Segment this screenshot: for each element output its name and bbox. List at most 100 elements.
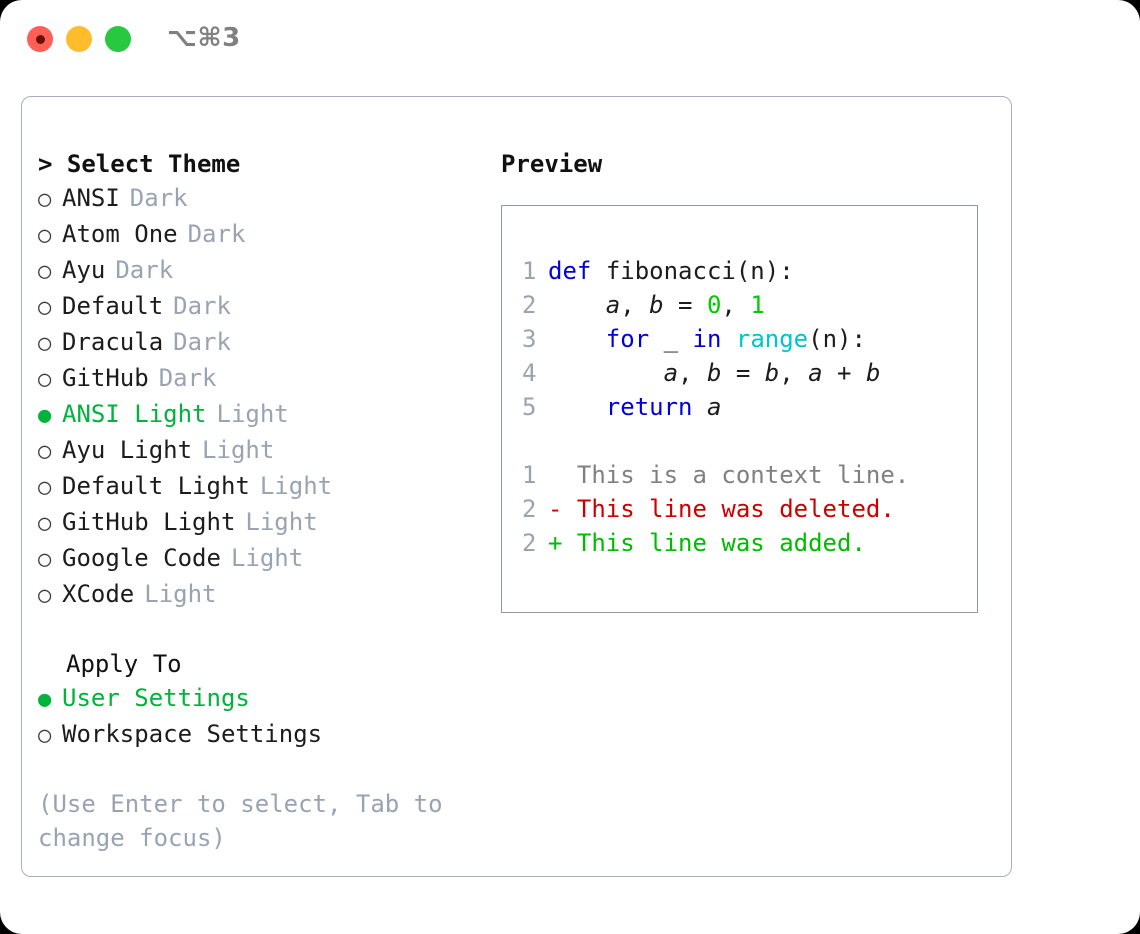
diff-line: 2- This line was deleted.: [502, 492, 977, 526]
code-token-kw: for: [605, 325, 650, 353]
code-line: 2 a, b = 0, 1: [502, 288, 977, 322]
radio-empty-icon: ○: [38, 331, 52, 356]
radio-empty-icon: ○: [38, 475, 52, 500]
theme-mode-tag: Dark: [173, 292, 231, 320]
apply-to-option-user-settings[interactable]: ● User Settings: [38, 681, 490, 717]
theme-mode-tag: Light: [259, 472, 333, 500]
line-number: 2: [522, 291, 537, 319]
maximize-button[interactable]: [105, 26, 131, 52]
code-token-var: b: [865, 359, 881, 387]
apply-to-option-workspace-settings[interactable]: ○Workspace Settings: [38, 717, 490, 753]
code-token-plain: +: [822, 359, 866, 387]
theme-name: XCode: [62, 580, 135, 608]
code-line: 4 a, b = b, a + b: [502, 356, 977, 390]
theme-mode-tag: Light: [202, 436, 275, 464]
code-token-plain: (n):: [808, 325, 866, 353]
theme-mode-tag: Light: [216, 400, 289, 428]
theme-name: Google Code: [62, 544, 221, 572]
line-number: 2: [522, 529, 537, 557]
code-token-plain: _: [649, 325, 693, 353]
apply-to-label: User Settings: [62, 684, 250, 712]
radio-selected-icon: ●: [38, 403, 52, 428]
code-token-plain: [548, 359, 664, 387]
code-token-var: b: [706, 359, 722, 387]
radio-empty-icon: ○: [38, 723, 52, 748]
shortcut-label: ⌥⌘3: [167, 23, 241, 53]
diff-marker: +: [548, 529, 563, 557]
diff-marker: -: [548, 495, 563, 523]
minimize-button[interactable]: [66, 26, 92, 52]
theme-option-default-light[interactable]: ○ Default Light Light: [38, 469, 490, 505]
theme-mode-tag: Light: [144, 580, 217, 608]
theme-option-dracula[interactable]: ○ Dracula Dark: [38, 325, 490, 361]
spacer: [38, 613, 490, 647]
code-token-plain: [548, 291, 606, 319]
spacer: [502, 424, 977, 458]
theme-option-ayu-light[interactable]: ○ Ayu Light Light: [38, 433, 490, 469]
theme-mode-tag: Dark: [173, 328, 231, 356]
close-button[interactable]: [27, 26, 53, 52]
code-token-var: a: [663, 359, 679, 387]
diff-line: 1 This is a context line.: [502, 458, 977, 492]
radio-selected-icon: ●: [38, 687, 52, 712]
theme-option-ayu[interactable]: ○ Ayu Dark: [38, 253, 490, 289]
theme-name: Ayu: [62, 256, 106, 284]
diff-text: This is a context line.: [562, 461, 910, 489]
apply-to-list: ● User Settings ○Workspace Settings: [38, 681, 490, 753]
radio-empty-icon: ○: [38, 187, 52, 212]
code-token-plain: ,: [721, 291, 751, 319]
theme-name: Dracula: [62, 328, 164, 356]
code-token-kw: return: [605, 393, 693, 421]
theme-name: ANSI Light: [62, 400, 207, 428]
theme-name: GitHub: [62, 364, 149, 392]
theme-name: Ayu Light: [62, 436, 193, 464]
line-number: 1: [522, 461, 537, 489]
code-token-plain: [693, 393, 707, 421]
theme-name: Default Light: [62, 472, 250, 500]
code-token-num: 0: [706, 291, 722, 319]
code-token-plain: [548, 393, 606, 421]
code-token-kw: def: [548, 257, 592, 285]
keyboard-hint: (Use Enter to select, Tab to change focu…: [38, 790, 458, 852]
theme-name: Default: [62, 292, 164, 320]
line-number: 4: [522, 359, 537, 387]
code-token-plain: [548, 325, 606, 353]
theme-name: Atom One: [62, 220, 178, 248]
radio-empty-icon: ○: [38, 367, 52, 392]
theme-option-ansi-light[interactable]: ● ANSI Light Light: [38, 397, 490, 433]
title-bar: ⌥⌘3: [0, 0, 1140, 78]
theme-mode-tag: Dark: [187, 220, 246, 248]
preview-title: Preview: [501, 150, 603, 178]
diff-marker: [548, 461, 562, 489]
line-number: 5: [522, 393, 537, 421]
radio-empty-icon: ○: [38, 547, 52, 572]
theme-mode-tag: Dark: [115, 256, 174, 284]
code-token-var: b: [649, 291, 664, 319]
theme-mode-tag: Light: [245, 508, 318, 536]
diff-text: This line was added.: [562, 529, 866, 557]
code-token-plain: [591, 257, 605, 285]
radio-empty-icon: ○: [38, 259, 52, 284]
radio-empty-icon: ○: [38, 439, 52, 464]
prompt-caret-icon: >: [38, 150, 53, 178]
theme-option-atom-one[interactable]: ○ Atom One Dark: [38, 217, 490, 253]
code-token-var: a: [605, 291, 621, 319]
code-token-var: b: [764, 359, 780, 387]
radio-empty-icon: ○: [38, 223, 52, 248]
code-token-var: a: [706, 393, 722, 421]
theme-name: ANSI: [62, 184, 120, 212]
line-number: 3: [522, 325, 537, 353]
code-line: 3 for _ in range(n):: [502, 322, 977, 356]
